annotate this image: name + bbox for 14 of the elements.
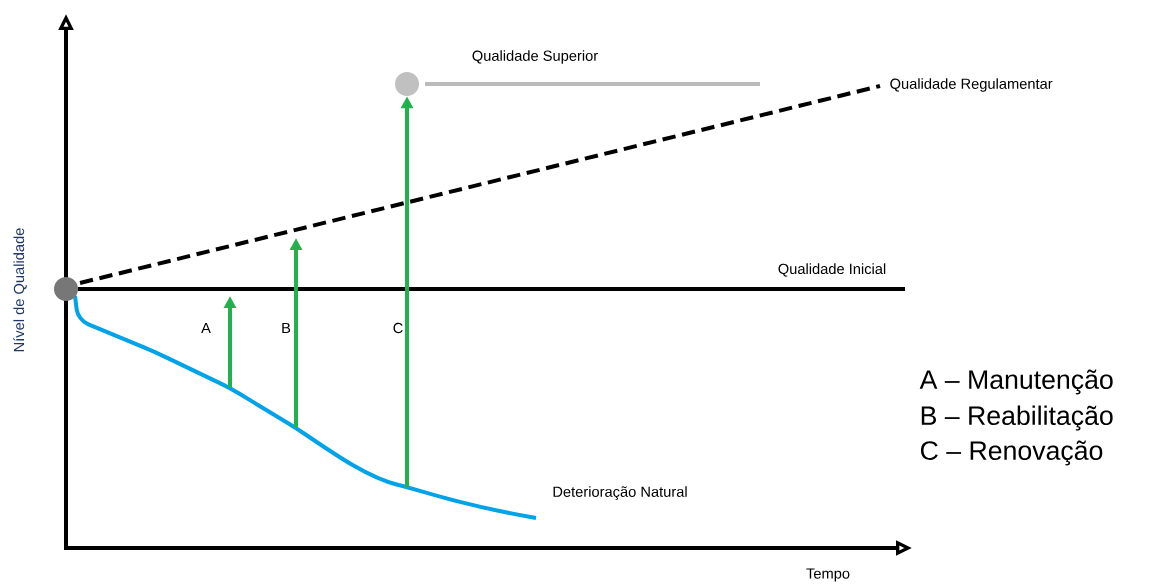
line-label: Qualidade Regulamentar bbox=[890, 78, 1053, 92]
key-text: A – Manutenção bbox=[919, 369, 1113, 395]
letter-label: B bbox=[282, 322, 291, 334]
key-text: C – Renovação bbox=[920, 440, 1103, 466]
line-label: Qualidade Inicial bbox=[778, 263, 886, 277]
key-text: B – Reabilitação bbox=[921, 405, 1113, 431]
letter-label: A bbox=[201, 322, 211, 334]
axis-label: Nível de Qualidade bbox=[13, 228, 27, 352]
line-label: Deterioração Natural bbox=[553, 486, 687, 500]
line-label: Qualidade Superior bbox=[472, 50, 598, 64]
axis-label: Tempo bbox=[806, 568, 850, 582]
letter-label: C bbox=[393, 322, 403, 334]
point-marker bbox=[54, 277, 78, 301]
point-marker bbox=[395, 72, 419, 96]
